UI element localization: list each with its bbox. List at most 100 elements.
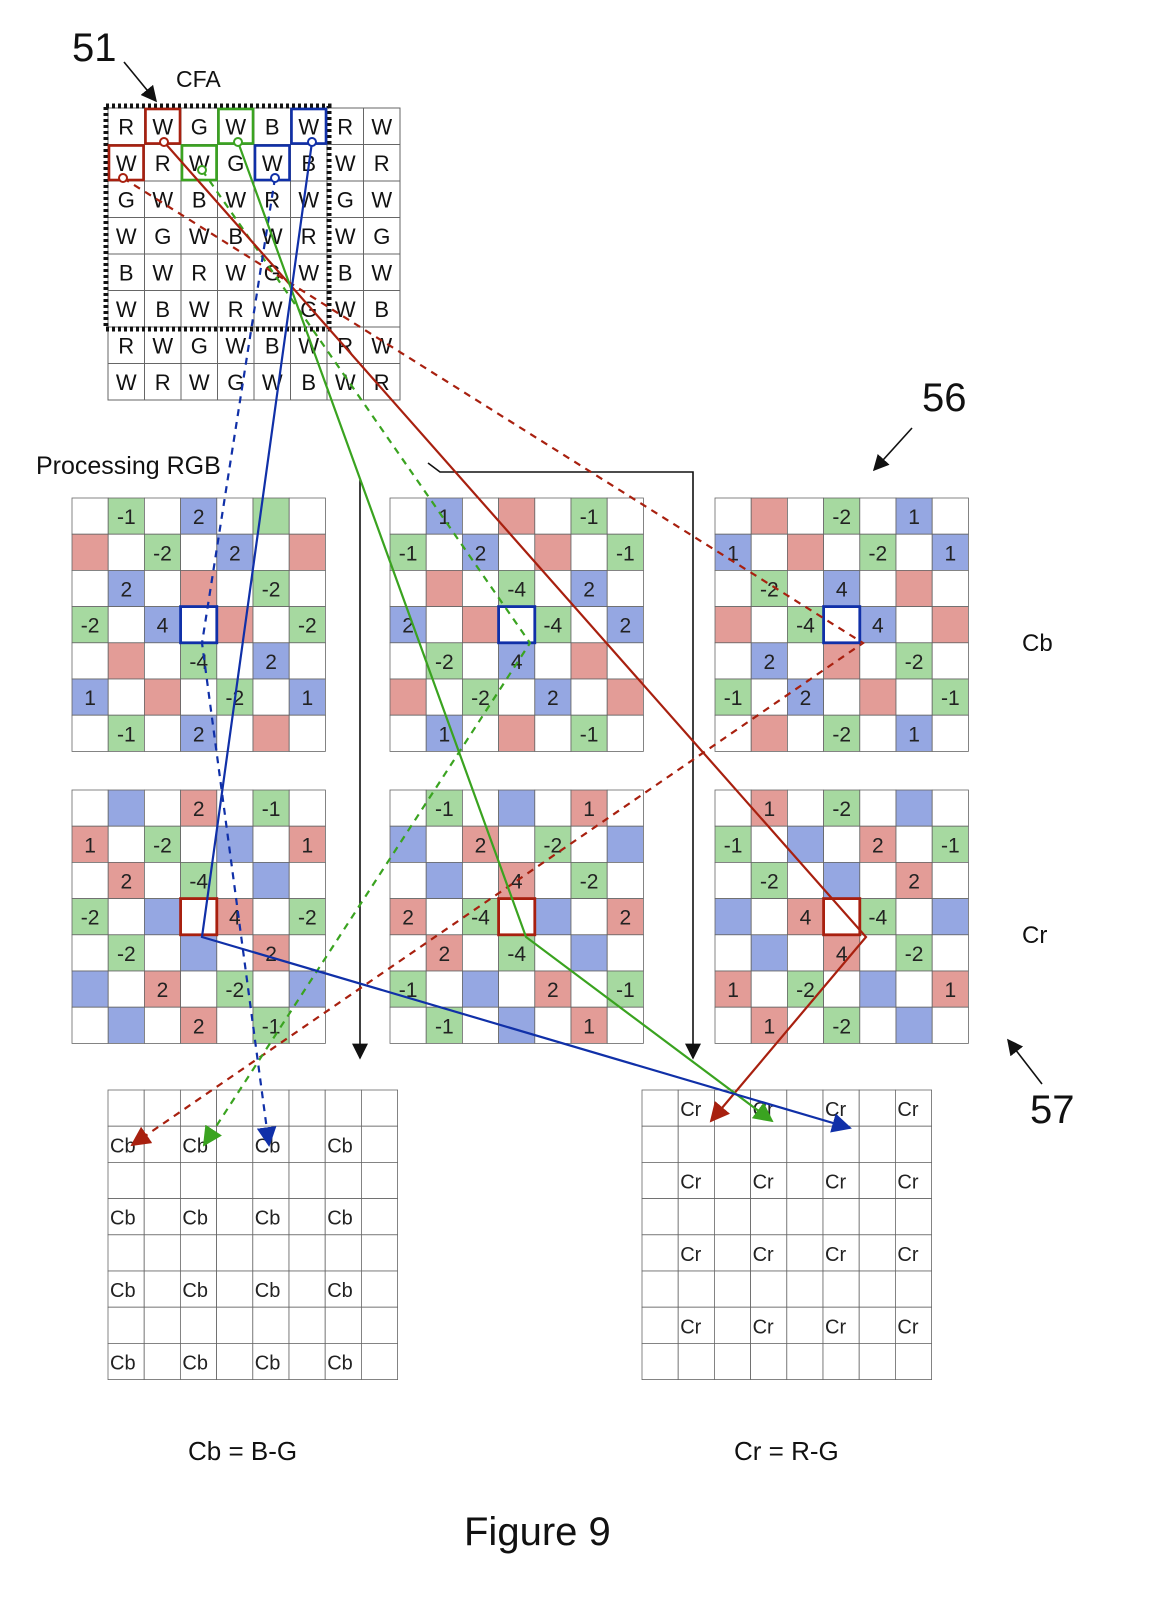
matrix-cell <box>180 970 218 1008</box>
matrix-cell <box>498 533 536 571</box>
cfa-cell: G <box>363 217 401 255</box>
output-cell <box>107 1089 145 1127</box>
output-cell <box>252 1306 290 1344</box>
matrix-center-box <box>179 605 219 645</box>
matrix-cell <box>252 862 290 900</box>
matrix-cell <box>787 970 825 1008</box>
green-start-marker-2 <box>197 165 207 175</box>
output-cell <box>750 1234 788 1272</box>
output-cell <box>641 1198 679 1236</box>
row-label-cb: Cb <box>1022 630 1053 657</box>
matrix-cell <box>750 497 788 535</box>
output-cell <box>288 1198 326 1236</box>
matrix-cell <box>461 862 499 900</box>
matrix-cell <box>570 497 608 535</box>
cfa-cell-letter: W <box>298 187 319 212</box>
matrix-cell <box>714 970 752 1008</box>
matrix-cell <box>71 714 109 752</box>
output-cell <box>107 1198 145 1236</box>
output-cell <box>786 1343 824 1381</box>
matrix-cell <box>606 862 644 900</box>
matrix-coefficient: 2 <box>872 834 884 857</box>
cfa-cell-letter: B <box>374 297 389 322</box>
matrix-cell <box>714 898 752 936</box>
cfa-cell-letter: B <box>119 260 134 285</box>
matrix-cell <box>895 678 933 716</box>
output-cell <box>714 1162 752 1200</box>
matrix-cell <box>389 789 427 827</box>
cb-formula: Cb = B-G <box>188 1436 298 1466</box>
output-cell <box>858 1198 896 1236</box>
cr-formula: Cr = R-G <box>734 1436 839 1466</box>
output-cell <box>641 1270 679 1308</box>
matrix-coefficient: 2 <box>193 506 205 529</box>
matrix-cell <box>143 642 181 680</box>
cfa-cell: R <box>107 326 145 364</box>
matrix-cell <box>107 789 145 827</box>
matrix-coefficient: -1 <box>435 1015 454 1038</box>
cfa-cell-letter: G <box>191 333 208 358</box>
cfa-cell: W <box>107 217 145 255</box>
output-cell-label: Cb <box>182 1135 208 1157</box>
cfa-cell-letter: W <box>371 187 392 212</box>
blue-start-marker-2 <box>270 173 280 183</box>
cfa-cell-letter: B <box>265 114 280 139</box>
output-cell <box>750 1125 788 1163</box>
output-cell <box>288 1270 326 1308</box>
matrix-coefficient: 1 <box>763 798 775 821</box>
matrix-cell <box>252 533 290 571</box>
cfa-cell-letter: W <box>298 260 319 285</box>
matrix-cell <box>252 898 290 936</box>
matrix-cell <box>498 825 536 863</box>
matrix-cell <box>252 714 290 752</box>
output-cell <box>858 1089 896 1127</box>
matrix-cell <box>288 825 326 863</box>
output-cell <box>288 1162 326 1200</box>
output-cell <box>677 1270 715 1308</box>
cfa-cell: W <box>290 326 328 364</box>
cfa-cell: R <box>326 107 364 145</box>
output-cell <box>677 1162 715 1200</box>
matrix-coefficient: -2 <box>298 615 317 638</box>
matrix-coefficient: -2 <box>153 834 172 857</box>
matrix-cell <box>216 642 254 680</box>
cfa-cell: G <box>107 180 145 218</box>
matrix-cell <box>606 606 644 644</box>
matrix-coefficient: -2 <box>262 579 281 602</box>
matrix-cell <box>107 1006 145 1044</box>
matrix-coefficient: -4 <box>544 615 563 638</box>
cfa-cell-letter: W <box>225 333 246 358</box>
matrix-cell <box>107 533 145 571</box>
output-cell <box>677 1198 715 1236</box>
output-cell <box>786 1234 824 1272</box>
blue-start-marker-1 <box>307 137 317 147</box>
ref-arrow-56 <box>872 427 913 472</box>
matrix-cell <box>143 862 181 900</box>
output-cell <box>641 1162 679 1200</box>
matrix-cell <box>216 714 254 752</box>
matrix-coefficient: 2 <box>193 798 205 821</box>
output-cell <box>822 1270 860 1308</box>
routing-lines <box>122 141 868 1147</box>
matrix-coefficient: -4 <box>471 907 490 930</box>
output-cell-label: Cb <box>327 1353 353 1375</box>
output-cell <box>786 1270 824 1308</box>
output-cell <box>750 1306 788 1344</box>
output-cell <box>216 1306 254 1344</box>
matrix-center-box <box>497 605 537 645</box>
matrix-coefficient: -2 <box>435 651 454 674</box>
matrix-coefficient: 2 <box>547 979 559 1002</box>
matrix-cell <box>498 497 536 535</box>
matrix-cell <box>288 898 326 936</box>
matrix-coefficient: 2 <box>402 907 414 930</box>
matrix-cell <box>787 570 825 608</box>
output-cell <box>179 1198 217 1236</box>
matrix-cell <box>389 825 427 863</box>
cfa-cell-letter: G <box>373 224 390 249</box>
output-cell <box>179 1234 217 1272</box>
output-cell-label: Cb <box>255 1135 281 1157</box>
matrix-coefficient: 2 <box>120 871 132 894</box>
matrix-cell <box>714 642 752 680</box>
